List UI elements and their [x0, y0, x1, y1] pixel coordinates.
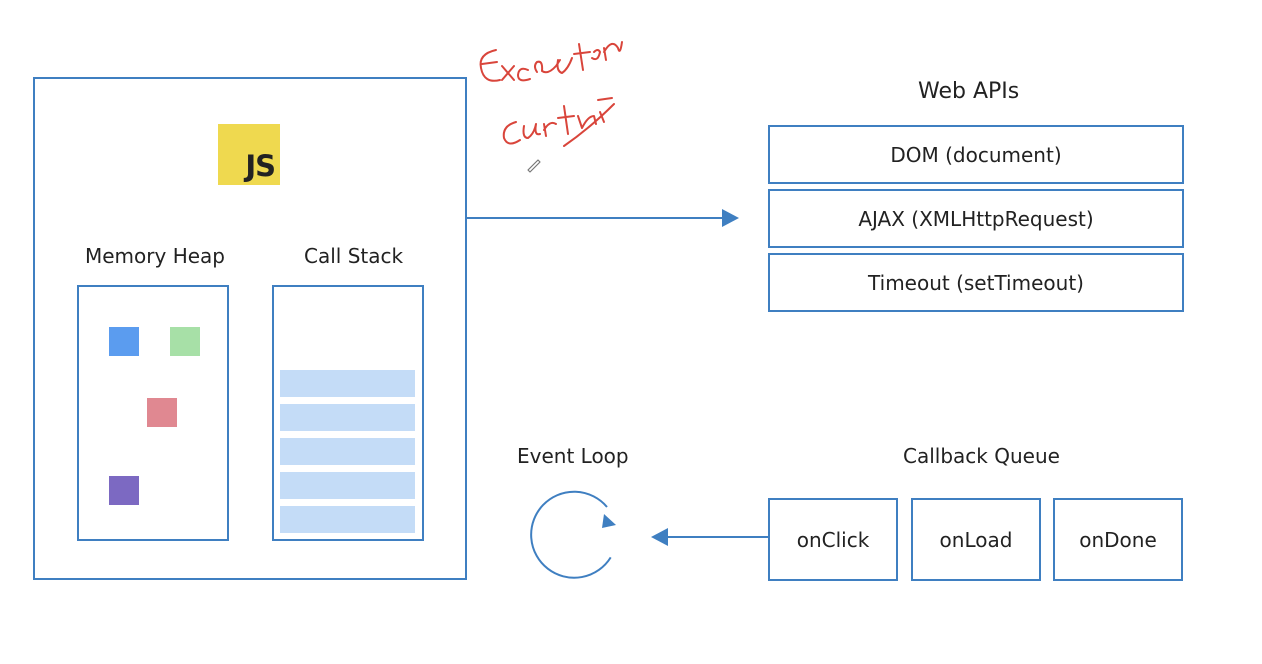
web-api-timeout: Timeout (setTimeout)	[768, 253, 1184, 312]
js-logo: JS	[218, 124, 280, 185]
callback-ondone: onDone	[1053, 498, 1183, 581]
web-apis-title: Web APIs	[918, 79, 1020, 104]
call-stack-frame	[280, 506, 415, 533]
web-api-ajax: AJAX (XMLHttpRequest)	[768, 189, 1184, 248]
engine-to-webapis-arrowhead	[722, 209, 739, 227]
web-api-dom: DOM (document)	[768, 125, 1184, 184]
js-logo-text: JS	[245, 149, 276, 183]
memory-heap-box	[77, 285, 229, 541]
heap-block-red	[147, 398, 177, 427]
event-loop-icon	[530, 490, 616, 579]
callback-onload: onLoad	[911, 498, 1041, 581]
heap-block-blue	[109, 327, 139, 356]
callback-onclick-label: onClick	[796, 527, 870, 552]
web-api-dom-label: DOM (document)	[890, 142, 1062, 167]
memory-heap-label: Memory Heap	[85, 244, 225, 268]
callback-ondone-label: onDone	[1079, 527, 1157, 552]
event-loop-label: Event Loop	[517, 444, 629, 468]
handwritten-annotation	[479, 41, 623, 173]
web-api-timeout-label: Timeout (setTimeout)	[868, 270, 1084, 295]
call-stack-label: Call Stack	[304, 244, 404, 268]
call-stack-frame	[280, 472, 415, 499]
heap-block-purple	[109, 476, 139, 505]
call-stack-frame	[280, 404, 415, 431]
callback-onload-label: onLoad	[939, 527, 1013, 552]
web-api-ajax-label: AJAX (XMLHttpRequest)	[858, 206, 1094, 231]
callback-onclick: onClick	[768, 498, 898, 581]
call-stack-frame	[280, 370, 415, 397]
queue-to-eventloop-arrowhead	[651, 528, 668, 546]
heap-block-green	[170, 327, 200, 356]
callback-queue-title: Callback Queue	[903, 444, 1060, 468]
call-stack-box	[272, 285, 424, 541]
call-stack-frame	[280, 438, 415, 465]
